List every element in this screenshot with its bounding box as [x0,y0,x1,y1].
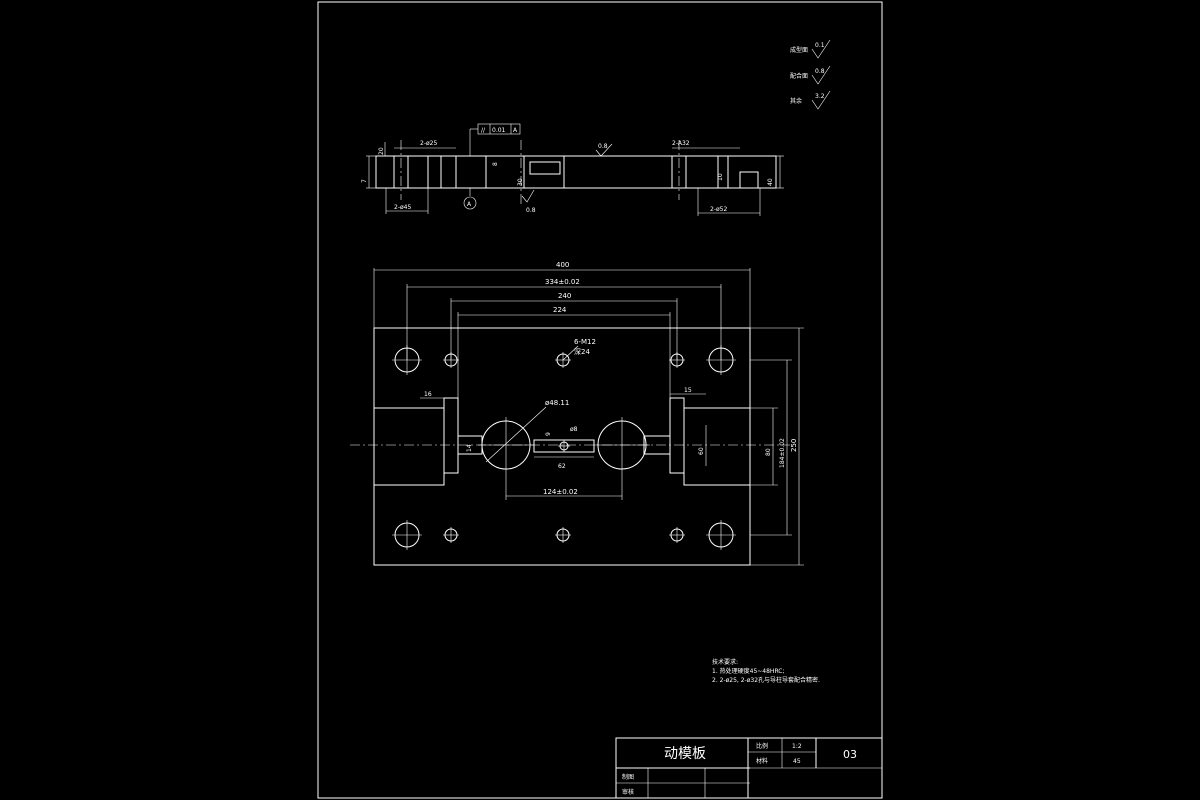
scale-label: 比例 [756,742,768,750]
dim-left-side: 7 [361,179,368,183]
guide-hole-br [706,520,736,550]
dim-width-240: 240 [558,292,571,300]
datum-label: A [467,201,472,208]
section-view: 7 20 2-ø25 // 0.01 A 8 30 0.8 0.8 2-A32 … [361,123,784,216]
dim-hole-a32: 2-A32 [672,140,690,147]
dim-pitch-124: 124±0.02 [543,488,578,496]
sprue-pin [558,440,570,452]
dim-bottom-d52: 2-ø52 [710,206,727,213]
dim-step-8: 8 [492,162,499,166]
thread-hole-5 [669,527,685,543]
roughness-label-2: 配合面 [790,72,808,80]
dim-pin-d8: ø8 [570,426,578,433]
datum-symbol [463,196,477,210]
bore-right [594,417,650,473]
right-slide-pocket [683,407,751,486]
technical-notes: 技术要求: 1. 热处理硬度45~48HRC; 2. 2-ø25, 2-ø32孔… [712,658,820,684]
bore-label: ø48.11 [545,399,569,407]
thread-label: 6-M12 [574,338,596,346]
dim-slot-14: 14 [466,444,473,452]
dim-slot-62: 62 [558,463,566,470]
plan-view: 400 334±0.02 240 224 6-M12 深24 [350,261,804,566]
title-block: 动模板 比例 1:2 材料 45 03 制图 审核 [615,737,883,799]
roughness-label-1: 成型面 [790,46,808,54]
drawn-by-label: 制图 [622,773,634,781]
roughness-value-1: 0.1 [815,42,825,49]
rough-mark-b: 0.8 [526,207,536,214]
tol-symbol: // [481,127,486,134]
thread-hole-4 [443,527,459,543]
dim-pitch-334: 334±0.02 [545,278,580,286]
dim-width-224: 224 [553,306,567,314]
notes-line-1: 1. 热处理硬度45~48HRC; [712,667,785,675]
roughness-value-2: 0.8 [815,68,825,75]
section-left-block [375,155,429,189]
rough-mark-a: 0.8 [598,143,608,150]
roughness-legend: 成型面 0.1 配合面 0.8 其余 3.2 [790,39,831,110]
material-label: 材料 [756,757,768,765]
dim-height-250: 250 [790,439,798,452]
guide-hole-tl [392,345,422,375]
dim-top-left-thick: 20 [378,147,385,155]
drawing-number: 03 [843,748,857,761]
thread-hole-6 [555,527,571,543]
scale-value: 1:2 [792,743,802,750]
dim-depth-10: 10 [717,173,724,181]
dim-slot-9: 9 [545,432,552,436]
tol-datum-ref: A [513,127,518,134]
material-value: 45 [793,758,801,765]
tol-value: 0.01 [492,127,506,134]
dim-total-40: 40 [767,178,774,186]
thread-depth: 深24 [574,347,590,356]
dim-width-400: 400 [556,261,569,269]
dim-right-15: 15 [684,387,692,394]
section-outline [375,155,777,189]
guide-hole-bl [392,520,422,550]
roughness-value-3: 3.2 [815,93,825,100]
thread-hole-1 [443,352,459,368]
bore-left [478,406,547,473]
guide-hole-tr [706,345,736,375]
dim-height-30: 30 [517,178,524,186]
thread-hole-2 [669,352,685,368]
part-name: 动模板 [664,746,706,762]
notes-title: 技术要求: [712,658,738,666]
roughness-label-3: 其余 [790,97,802,105]
left-slide-pocket [373,407,445,486]
dim-height-80: 80 [765,448,772,456]
notes-line-2: 2. 2-ø25, 2-ø32孔与导柱导套配合精密. [712,676,820,684]
dim-left-16: 16 [424,391,432,398]
dim-hole-d25: 2-ø25 [420,140,437,147]
drawing-border [317,1,883,799]
dim-bottom-d45: 2-ø45 [394,204,411,211]
dim-slot-60: 60 [698,447,705,455]
checked-by-label: 审核 [622,788,634,796]
dim-pitch-184: 184±0.02 [779,438,786,468]
